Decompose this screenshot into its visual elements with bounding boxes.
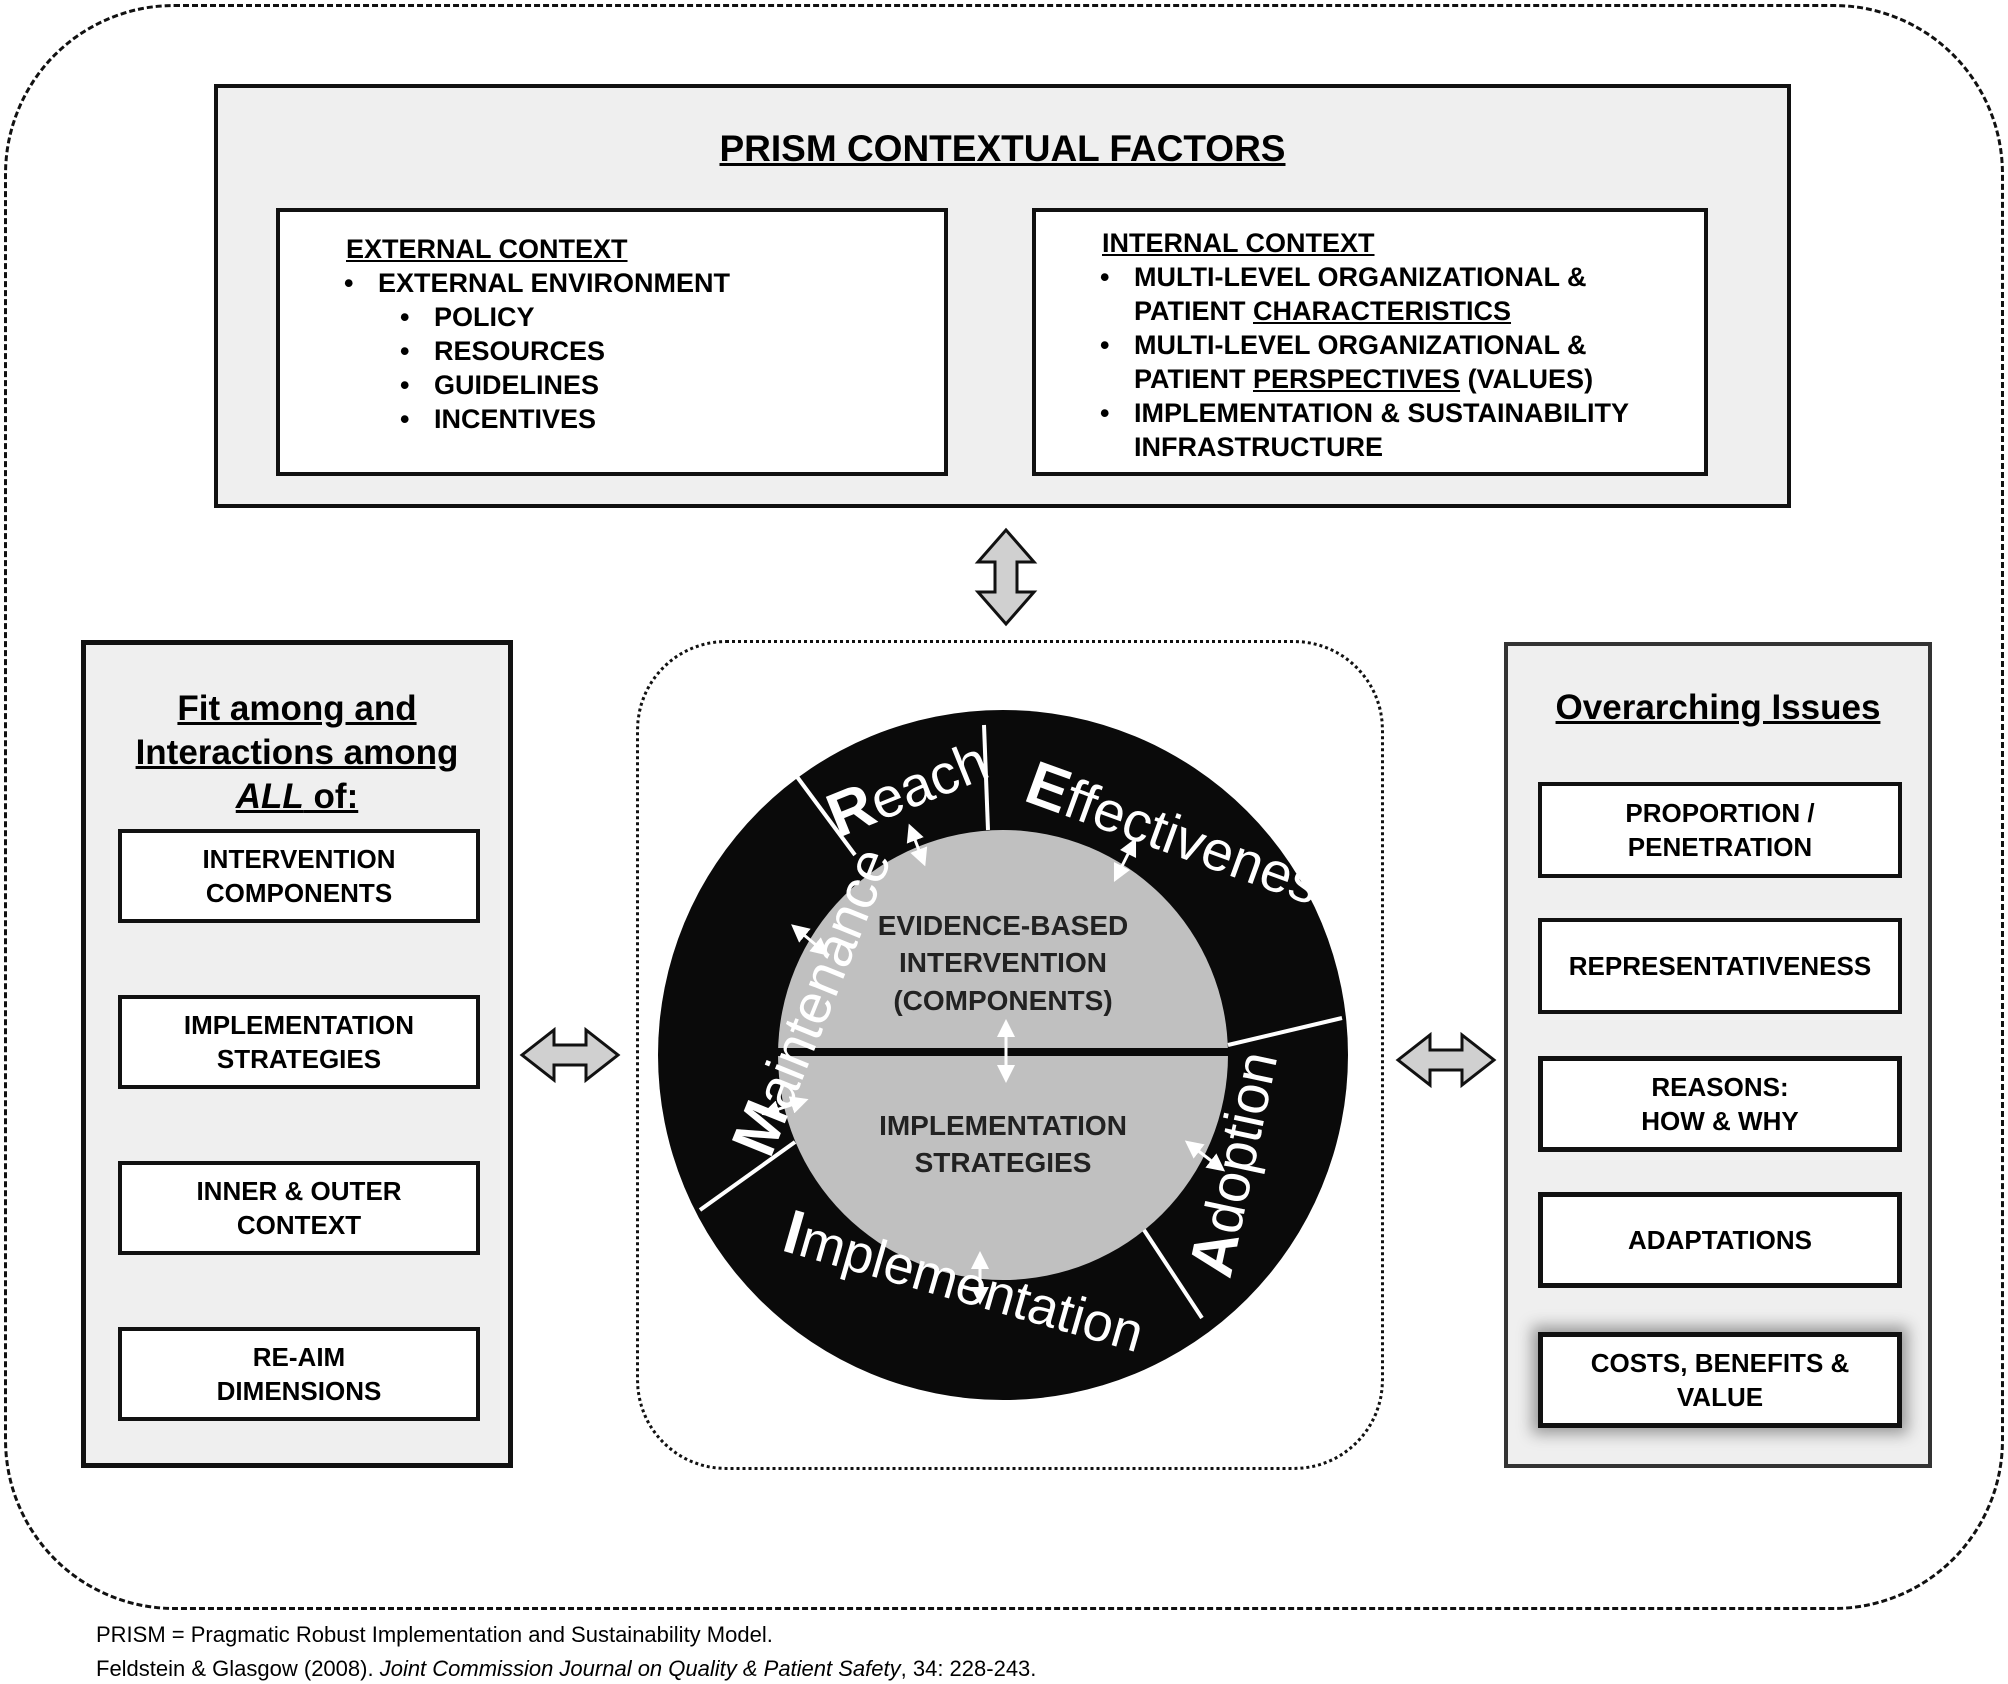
implementation-strategies-box: IMPLEMENTATION STRATEGIES: [118, 995, 480, 1089]
characteristics-underlined: CHARACTERISTICS: [1253, 296, 1512, 326]
subitem-label: GUIDELINES: [434, 370, 600, 400]
box-text-line: CONTEXT: [236, 1210, 362, 1240]
re-aim-dotted-frame: [636, 640, 1384, 1470]
ring-separator: [790, 768, 857, 857]
representativeness-box: REPRESENTATIVENESS: [1538, 918, 1902, 1014]
upper-text-line1: EVIDENCE-BASED: [878, 910, 1128, 941]
perspectives-underlined: PERSPECTIVES: [1253, 364, 1461, 394]
right-panel-title: Overarching Issues: [1555, 688, 1881, 727]
ring-separator: [982, 724, 990, 831]
small-arrow-adoption: [1184, 1140, 1226, 1172]
box-text-line: PENETRATION: [1627, 832, 1813, 862]
left-title-line2: Interactions among: [135, 733, 459, 772]
box-text-line: DIMENSIONS: [216, 1376, 382, 1406]
internal-item-2-line2: PATIENT PERSPECTIVES (VALUES): [1134, 364, 1593, 395]
box-text-line: REPRESENTATIVENESS: [1568, 951, 1872, 981]
adaptations-box: ADAPTATIONS: [1538, 1192, 1902, 1288]
subitem-label: INCENTIVES: [434, 404, 597, 434]
box-text-line: HOW & WHY: [1641, 1106, 1799, 1136]
box-text-line: VALUE: [1676, 1382, 1764, 1412]
box-text-line: IMPLEMENTATION: [183, 1010, 415, 1040]
re-aim-wheel: Reach Effectiveness Maintenance Adoption…: [658, 710, 1355, 1400]
subitem-guidelines: •GUIDELINES: [400, 370, 600, 400]
footer-definition: PRISM = Pragmatic Robust Implementation …: [96, 1622, 773, 1647]
external-environment-item: •EXTERNAL ENVIRONMENT: [344, 268, 731, 298]
inner-outer-context-box: INNER & OUTER CONTEXT: [118, 1161, 480, 1255]
internal-item-text: MULTI-LEVEL ORGANIZATIONAL &: [1134, 330, 1587, 360]
internal-item-2-line1: •MULTI-LEVEL ORGANIZATIONAL &: [1100, 330, 1587, 360]
subitem-label: RESOURCES: [434, 336, 606, 366]
box-text-line: ADAPTATIONS: [1628, 1225, 1812, 1255]
box-text-line: COSTS, BENEFITS &: [1590, 1348, 1850, 1378]
internal-item-text: PATIENT: [1134, 296, 1253, 326]
ring-separator: [698, 1140, 797, 1212]
internal-item-text: IMPLEMENTATION & SUSTAINABILITY: [1134, 398, 1629, 428]
citation-authors: Feldstein & Glasgow (2008).: [96, 1656, 380, 1681]
internal-item-3-line2: INFRASTRUCTURE: [1134, 432, 1383, 463]
small-arrow-maintenance-lower: [761, 1096, 809, 1118]
reasons-how-why-box: REASONS: HOW & WHY: [1538, 1056, 1902, 1152]
upper-text-line2: INTERVENTION: [899, 947, 1107, 978]
box-text-line: INNER & OUTER: [196, 1176, 402, 1206]
internal-item-text: PATIENT: [1134, 364, 1253, 394]
costs-benefits-value-box: COSTS, BENEFITS & VALUE: [1538, 1332, 1902, 1428]
prism-contextual-factors-panel: PRISM CONTEXTUAL FACTORS EXTERNAL CONTEX…: [214, 84, 1791, 508]
upper-text-line3: (COMPONENTS): [893, 985, 1112, 1016]
left-title-line1: Fit among and: [177, 689, 417, 728]
fit-interactions-panel: Fit among and Interactions among ALL of:…: [81, 640, 513, 1468]
box-text-line: REASONS:: [1651, 1072, 1789, 1102]
box-text-line: INTERVENTION: [202, 844, 396, 874]
subitem-policy: •POLICY: [400, 302, 535, 332]
internal-context-heading: INTERNAL CONTEXT: [1102, 228, 1375, 258]
internal-item-1-line2: PATIENT CHARACTERISTICS: [1134, 296, 1511, 327]
left-horizontal-double-arrow: [519, 1026, 621, 1084]
left-title-all: ALL: [235, 777, 304, 816]
external-environment-label: EXTERNAL ENVIRONMENT: [378, 268, 731, 298]
ring-separator: [1142, 1228, 1204, 1320]
proportion-penetration-box: PROPORTION / PENETRATION: [1538, 782, 1902, 878]
internal-item-text: MULTI-LEVEL ORGANIZATIONAL &: [1134, 262, 1587, 292]
box-text-line: RE-AIM: [252, 1342, 346, 1372]
subitem-resources: •RESOURCES: [400, 336, 606, 366]
small-arrow-effectiveness: [1113, 837, 1137, 883]
right-horizontal-double-arrow: [1395, 1031, 1497, 1089]
overarching-issues-panel: Overarching Issues PROPORTION / PENETRATI…: [1504, 642, 1932, 1468]
footer-citation: Feldstein & Glasgow (2008). Joint Commis…: [96, 1656, 1036, 1682]
intervention-components-box: INTERVENTION COMPONENTS: [118, 829, 480, 923]
prism-title: PRISM CONTEXTUAL FACTORS: [719, 128, 1286, 169]
box-text-line: COMPONENTS: [205, 878, 393, 908]
internal-item-1-line1: •MULTI-LEVEL ORGANIZATIONAL &: [1100, 262, 1587, 292]
re-aim-dimensions-box: RE-AIM DIMENSIONS: [118, 1327, 480, 1421]
lower-text-line1: IMPLEMENTATION: [879, 1110, 1127, 1141]
internal-context-box: INTERNAL CONTEXT •MULTI-LEVEL ORGANIZATI…: [1032, 208, 1708, 476]
citation-journal: Joint Commission Journal on Quality & Pa…: [379, 1656, 901, 1681]
left-panel-title: Fit among and Interactions among ALL of:: [86, 687, 508, 819]
box-text-line: STRATEGIES: [216, 1044, 382, 1074]
subitem-label: POLICY: [434, 302, 535, 332]
outer-dashed-frame: [4, 4, 2004, 1610]
internal-item-text: INFRASTRUCTURE: [1134, 432, 1383, 462]
external-context-box: EXTERNAL CONTEXT •EXTERNAL ENVIRONMENT •…: [276, 208, 948, 476]
left-title-of: of:: [303, 777, 359, 816]
citation-volume: , 34: 228-243.: [900, 1656, 1037, 1681]
internal-item-3-line1: •IMPLEMENTATION & SUSTAINABILITY: [1100, 398, 1629, 428]
external-context-heading: EXTERNAL CONTEXT: [346, 234, 628, 264]
small-arrow-reach: [906, 823, 928, 867]
vertical-double-arrow: [974, 527, 1038, 627]
subitem-incentives: •INCENTIVES: [400, 404, 597, 434]
lower-text-line2: STRATEGIES: [915, 1147, 1092, 1178]
ring-separator: [1227, 1016, 1343, 1047]
internal-item-text: (VALUES): [1460, 364, 1594, 394]
left-title-line3: ALL of:: [86, 775, 508, 819]
box-text-line: PROPORTION /: [1625, 798, 1815, 828]
small-arrow-maintenance-upper: [791, 924, 829, 956]
